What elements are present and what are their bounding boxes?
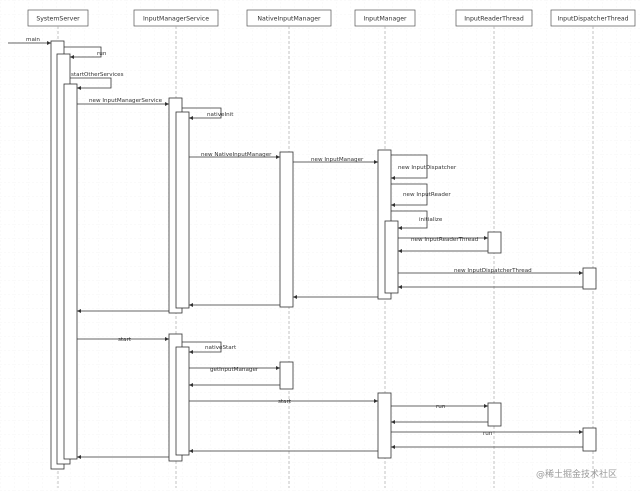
participant-systemserver: SystemServer — [27, 9, 89, 27]
participant-label: InputManager — [363, 16, 407, 23]
activation-ims-nativeinit — [175, 111, 190, 309]
message-labels: main run startOtherServices new InputMan… — [26, 37, 532, 437]
participant-label: NativeInputManager — [257, 16, 321, 23]
message-label-nativeinit: nativeInit — [207, 112, 234, 118]
arrow-run — [64, 46, 102, 59]
arrow-nativestart — [182, 341, 222, 354]
participant-label: InputManagerService — [143, 16, 209, 23]
message-label-run-irt: run — [436, 404, 446, 410]
message-label-new-inputdispatcher: new InputDispatcher — [398, 165, 457, 171]
message-label-start-im: start — [278, 399, 292, 405]
participant-inputmanager: InputManager — [354, 9, 416, 27]
message-label-nativestart: nativeStart — [205, 345, 237, 351]
activation-bars — [50, 40, 597, 470]
message-label-startotherservices: startOtherServices — [71, 72, 124, 78]
activation-systemserver-startotherservices — [63, 83, 78, 460]
activation-nim-constructor — [279, 151, 294, 308]
arrow-nativeinit — [182, 107, 222, 120]
watermark-text: @稀土掘金技术社区 — [536, 468, 617, 480]
arrow-new-inputreader — [391, 183, 428, 207]
activation-nim-getinputmanager — [279, 361, 294, 390]
message-label-getinputmanager: getInputManager — [210, 367, 259, 373]
participant-label: InputReaderThread — [464, 16, 524, 23]
message-label-new-inputreader: new InputReader — [403, 192, 451, 198]
activation-idt-run — [582, 427, 597, 452]
message-label-run: run — [97, 51, 107, 57]
message-label-new-idt: new InputDispatcherThread — [454, 268, 532, 274]
participant-nativeinputmanager: NativeInputManager — [246, 9, 332, 27]
message-label-initialize: initialize — [419, 217, 443, 223]
message-label-new-im: new InputManager — [311, 157, 364, 163]
arrow-initialize — [391, 210, 428, 230]
arrow-new-inputdispatcher — [391, 154, 428, 180]
participant-inputdispatcherthread: InputDispatcherThread — [550, 9, 636, 27]
message-label-main: main — [26, 37, 40, 43]
participant-inputreaderthread: InputReaderThread — [455, 9, 533, 27]
message-arrows — [8, 41, 583, 459]
participant-label: SystemServer — [36, 16, 80, 23]
message-label-start: start — [118, 337, 132, 343]
activation-irt-constructor — [487, 231, 502, 254]
message-label-new-irt: new InputReaderThread — [411, 237, 479, 243]
arrow-startotherservices — [70, 77, 112, 90]
participant-inputmanagerservice: InputManagerService — [133, 9, 219, 27]
message-label-new-ims: new InputManagerService — [89, 98, 163, 104]
activation-ims-nativestart — [175, 346, 190, 456]
activation-idt-constructor — [582, 267, 597, 290]
message-label-new-nim: new NativeInputManager — [201, 152, 272, 158]
activation-im-initialize — [384, 220, 399, 294]
activation-im-start — [377, 392, 392, 459]
message-label-run-idt: run — [483, 431, 493, 437]
participant-label: InputDispatcherThread — [557, 16, 628, 23]
activation-irt-run — [487, 402, 502, 427]
